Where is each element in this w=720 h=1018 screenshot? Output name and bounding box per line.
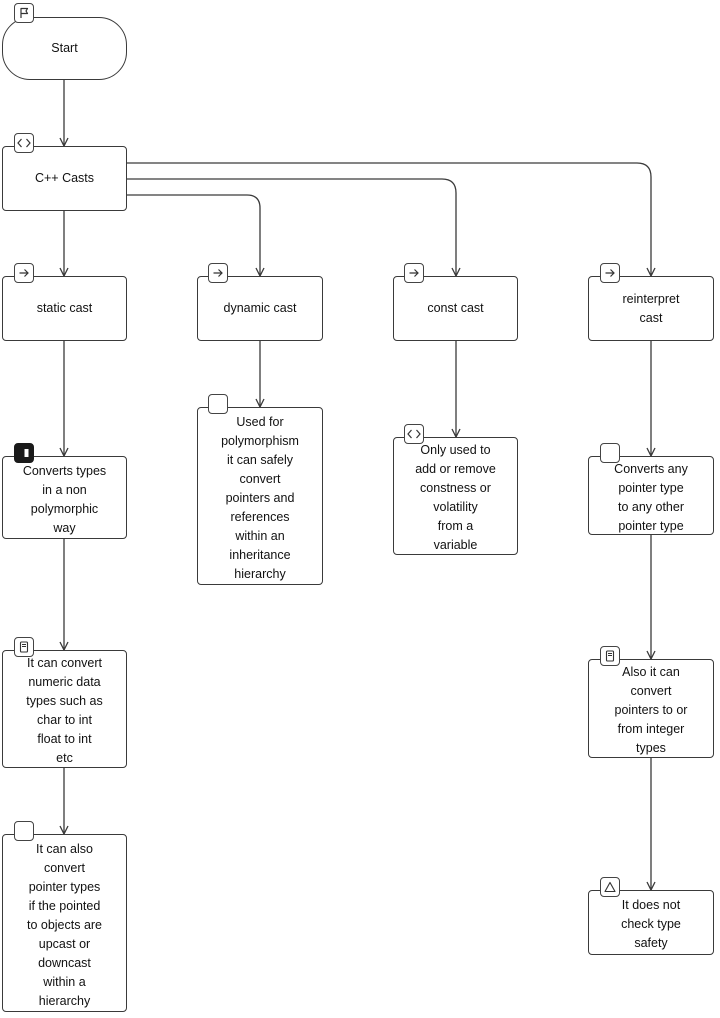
blank-square-icon — [208, 394, 228, 414]
node-const-desc-label: Only used to add or remove constness or … — [415, 443, 496, 552]
node-reinterpret-desc-3[interactable]: It does not check type safety — [588, 890, 714, 955]
node-reinterpret-desc-2-label: Also it can convert pointers to or from … — [614, 665, 688, 755]
node-reinterpret-desc-1-label: Converts any pointer type to any other p… — [614, 461, 688, 533]
node-dynamic-desc[interactable]: Used for polymorphism it can safely conv… — [197, 407, 323, 585]
code-brackets-icon — [14, 133, 34, 153]
node-reinterpret-desc-2[interactable]: Also it can convert pointers to or from … — [588, 659, 714, 758]
node-start[interactable]: Start — [2, 17, 127, 80]
arrow-right-icon — [14, 263, 34, 283]
filled-square-icon — [14, 443, 34, 463]
node-reinterpret-desc-1[interactable]: Converts any pointer type to any other p… — [588, 456, 714, 535]
edge-casts-to-const — [127, 178, 456, 276]
node-reinterpret-desc-3-label: It does not check type safety — [621, 898, 681, 950]
node-start-label: Start — [51, 41, 78, 55]
document-icon — [14, 637, 34, 657]
node-dynamic-cast[interactable]: dynamic cast — [197, 276, 323, 341]
node-const-cast-label: const cast — [427, 301, 484, 315]
flag-icon — [14, 3, 34, 23]
blank-square-icon — [14, 821, 34, 841]
node-dynamic-cast-label: dynamic cast — [223, 301, 297, 315]
node-static-desc-3[interactable]: It can also convert pointer types if the… — [2, 834, 127, 1012]
arrow-right-icon — [600, 263, 620, 283]
node-static-cast[interactable]: static cast — [2, 276, 127, 341]
node-const-cast[interactable]: const cast — [393, 276, 518, 341]
node-cpp-casts[interactable]: C++ Casts — [2, 146, 127, 211]
node-static-desc-3-label: It can also convert pointer types if the… — [26, 841, 103, 1008]
node-static-cast-label: static cast — [36, 301, 93, 315]
arrow-right-icon — [208, 263, 228, 283]
node-static-desc-2-label: It can convert numeric data types such a… — [26, 656, 103, 765]
node-cpp-casts-label: C++ Casts — [34, 171, 95, 185]
edge-casts-to-dynamic — [127, 194, 260, 276]
arrow-right-icon — [404, 263, 424, 283]
blank-square-icon — [600, 443, 620, 463]
node-dynamic-desc-label: Used for polymorphism it can safely conv… — [221, 414, 299, 581]
node-static-desc-2[interactable]: It can convert numeric data types such a… — [2, 650, 127, 768]
node-reinterpret-cast[interactable]: reinterpret cast — [588, 276, 714, 341]
node-static-desc-1[interactable]: Converts types in a non polymorphic way — [2, 456, 127, 539]
node-reinterpret-cast-label: reinterpret cast — [622, 291, 680, 325]
node-const-desc[interactable]: Only used to add or remove constness or … — [393, 437, 518, 555]
warning-triangle-icon — [600, 877, 620, 897]
code-brackets-icon — [404, 424, 424, 444]
edge-casts-to-reinterpret — [127, 162, 651, 276]
node-static-desc-1-label: Converts types in a non polymorphic way — [22, 463, 107, 535]
document-icon — [600, 646, 620, 666]
